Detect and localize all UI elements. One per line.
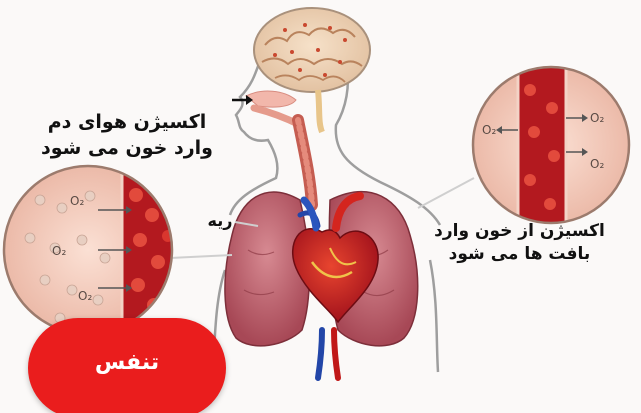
alveolus-magnified-circle: [4, 160, 182, 340]
label-tissue-line: بافت ها می شود: [398, 243, 641, 266]
oxygen-symbol: O₂: [78, 289, 92, 303]
label-oxygen-to-tissue: اکسیژن از خون وارد بافت ها می شود: [398, 220, 641, 266]
label-inhale-line: اکسیژن هوای دم: [2, 110, 252, 136]
label-lung: ریه: [194, 210, 246, 232]
oxygen-symbol: O₂: [70, 194, 84, 208]
label-inhale-oxygen: اکسیژن هوای دم وارد خون می شود: [2, 110, 252, 161]
oxygen-symbol: O₂: [590, 111, 604, 125]
label-tissue-line: اکسیژن از خون وارد: [398, 220, 641, 243]
oxygen-symbol: O₂: [590, 157, 604, 171]
title-badge: تنفس: [28, 318, 226, 413]
capillary-magnified-circle: [473, 60, 629, 230]
label-inhale-line: وارد خون می شود: [2, 136, 252, 162]
oxygen-symbol: O₂: [482, 123, 496, 137]
oxygen-symbol: O₂: [52, 244, 66, 258]
badge-text: تنفس: [28, 350, 226, 375]
